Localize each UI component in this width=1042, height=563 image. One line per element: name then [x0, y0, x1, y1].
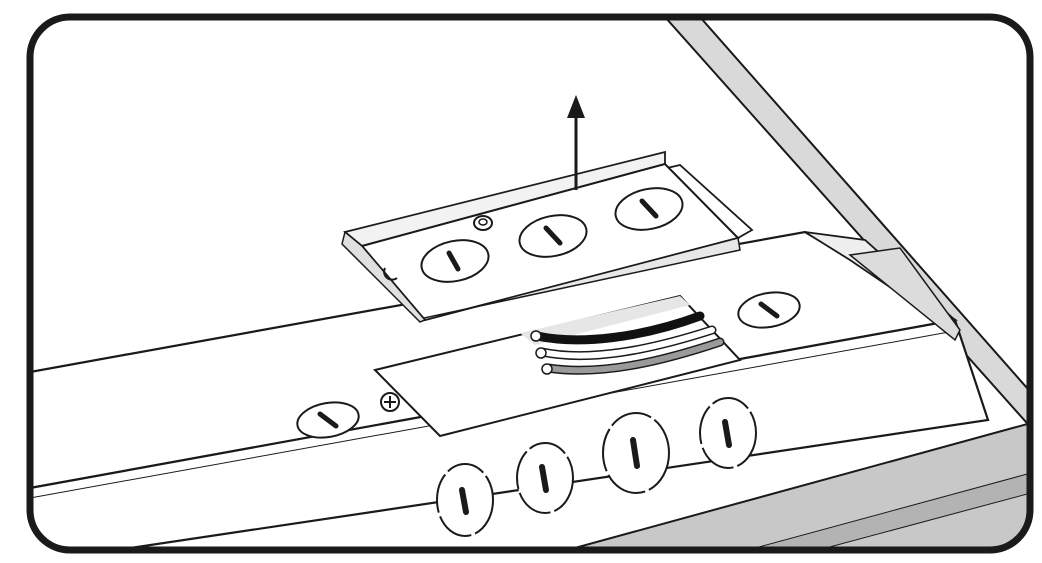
lower-housing: [519, 418, 1030, 550]
cover-plate-bottom-lip: [422, 237, 741, 321]
ground-screw-icon: [380, 392, 400, 412]
wire-end-white: [535, 347, 547, 359]
opening-shadow: [520, 296, 690, 345]
wire-end-green: [541, 363, 553, 375]
wire-green: [545, 339, 723, 374]
wire-black: [532, 311, 705, 345]
frame-border: [26, 13, 1034, 554]
fixture-end-bracket: [848, 247, 961, 342]
wire-bundle: [530, 311, 725, 375]
knockout-front-1-icon: [436, 463, 494, 537]
wiring-cover-plate: [341, 150, 754, 323]
plate-knockout-1-icon: [420, 239, 490, 283]
knockout-top-right-icon: [737, 291, 801, 329]
plate-knockout-3-icon: [614, 187, 684, 231]
wire-end-black: [530, 330, 542, 342]
wiring-opening: [373, 294, 742, 438]
knockout-front-3-icon: [602, 412, 670, 494]
arrow-up-icon: [567, 95, 585, 190]
knockout-front-2-icon: [516, 442, 574, 514]
lower-gray-panel: [519, 418, 1030, 550]
knockout-front-4-icon: [699, 397, 757, 469]
lower-gray-strip: [699, 469, 1030, 550]
knockout-top-left-icon: [296, 401, 360, 439]
plate-screw-icon: [473, 215, 493, 231]
wire-white: [539, 327, 715, 359]
wall-edge-line: [699, 17, 1030, 406]
cover-plate-slot: [383, 267, 398, 281]
cover-plate-side: [341, 230, 427, 323]
plate-knockout-2-icon: [518, 214, 588, 258]
